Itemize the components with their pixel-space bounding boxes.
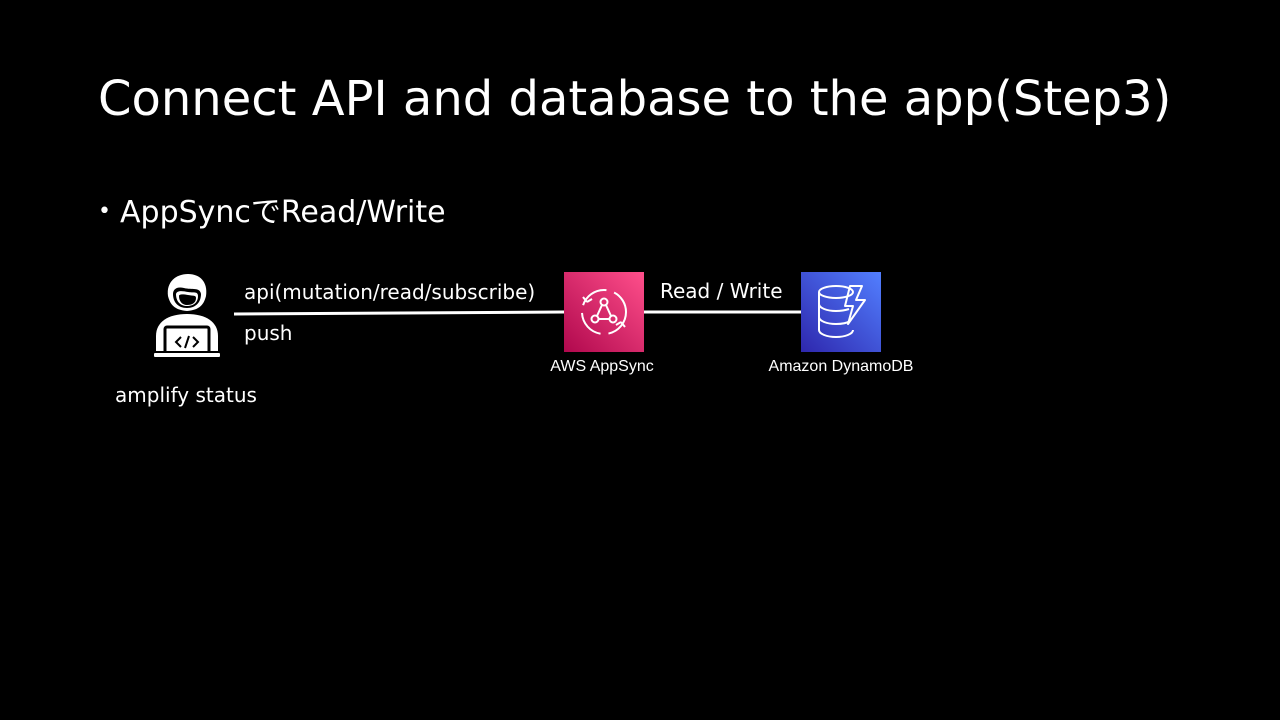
bullet-dot: • bbox=[98, 199, 111, 224]
appsync-label: AWS AppSync bbox=[550, 358, 654, 375]
user-label: amplify status bbox=[115, 383, 257, 407]
edge-label-push: push bbox=[244, 321, 293, 345]
bullet-text: AppSyncでRead/Write bbox=[120, 195, 446, 230]
bullet-item: • AppSyncでRead/Write bbox=[98, 195, 446, 231]
edge-label-read-write: Read / Write bbox=[660, 279, 783, 303]
developer-laptop-icon bbox=[152, 274, 222, 359]
slide-title: Connect API and database to the app(Step… bbox=[98, 71, 1172, 127]
dynamodb-label: Amazon DynamoDB bbox=[768, 358, 914, 375]
edge-label-api: api(mutation/read/subscribe) bbox=[244, 280, 536, 304]
connector-user-appsync bbox=[233, 310, 565, 316]
amazon-dynamodb-icon bbox=[801, 272, 881, 352]
aws-appsync-icon bbox=[564, 272, 644, 352]
